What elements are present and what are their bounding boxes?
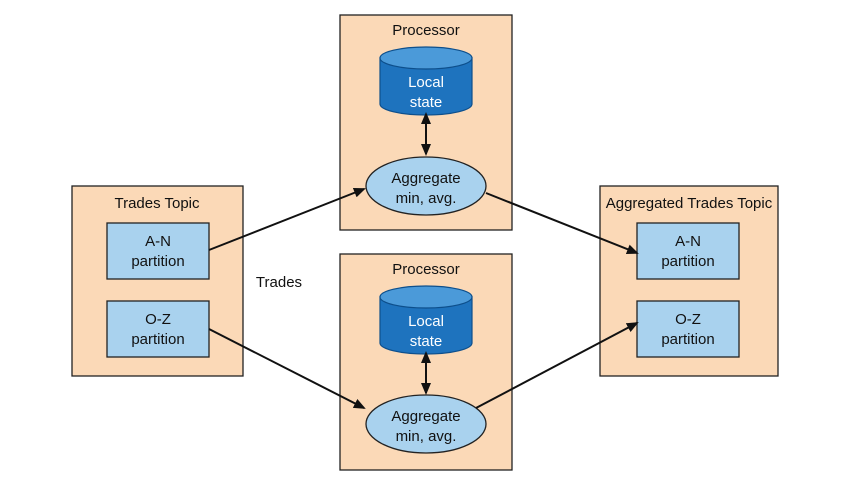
processor-top: Processor Local state Aggregate min, avg… [339, 14, 513, 231]
aggregated-topic-title: Aggregated Trades Topic [606, 195, 773, 212]
trades-topic: Trades Topic A-N partition O-Z partition [71, 185, 244, 377]
partition-label-line2: partition [131, 331, 184, 348]
trades-partition-o-z: O-Z partition [106, 300, 210, 358]
arrow-oz-partition-to-processor-bottom [208, 328, 366, 409]
state-label-line2: state [410, 333, 443, 350]
aggregate-label-line1: Aggregate [391, 408, 460, 425]
partition-label-line2: partition [661, 331, 714, 348]
partition-label-line1: O-Z [145, 311, 171, 328]
aggregate-label-line2: min, avg. [396, 190, 457, 207]
state-label-line2: state [410, 94, 443, 111]
local-state-cylinder: Local state [379, 46, 473, 116]
aggregate-label-line2: min, avg. [396, 428, 457, 445]
aggregated-partition-o-z: O-Z partition [636, 300, 740, 358]
trades-partition-a-n: A-N partition [106, 222, 210, 280]
arrow-an-partition-to-processor-top [208, 188, 366, 251]
partition-label-line1: A-N [145, 233, 171, 250]
aggregate-node: Aggregate min, avg. [365, 156, 487, 216]
processor-title: Processor [392, 261, 460, 278]
aggregate-node: Aggregate min, avg. [365, 394, 487, 454]
partition-label-line1: O-Z [675, 311, 701, 328]
aggregated-trades-topic: Aggregated Trades Topic A-N partition O-… [599, 185, 779, 377]
arrow-processor-bottom-to-aggregated-oz [475, 322, 639, 409]
arrow-processor-top-to-aggregated-an [485, 192, 639, 254]
partition-label-line2: partition [131, 253, 184, 270]
aggregated-partition-a-n: A-N partition [636, 222, 740, 280]
processor-bottom: Processor Local state Aggregate min, avg… [339, 253, 513, 471]
aggregate-label-line1: Aggregate [391, 170, 460, 187]
state-label-line1: Local [408, 74, 444, 91]
local-state-cylinder: Local state [379, 285, 473, 355]
trades-topic-title: Trades Topic [114, 195, 200, 212]
partition-label-line1: A-N [675, 233, 701, 250]
processor-title: Processor [392, 22, 460, 39]
state-label-line1: Local [408, 313, 444, 330]
partition-label-line2: partition [661, 253, 714, 270]
trades-edge-label: Trades [256, 274, 302, 291]
